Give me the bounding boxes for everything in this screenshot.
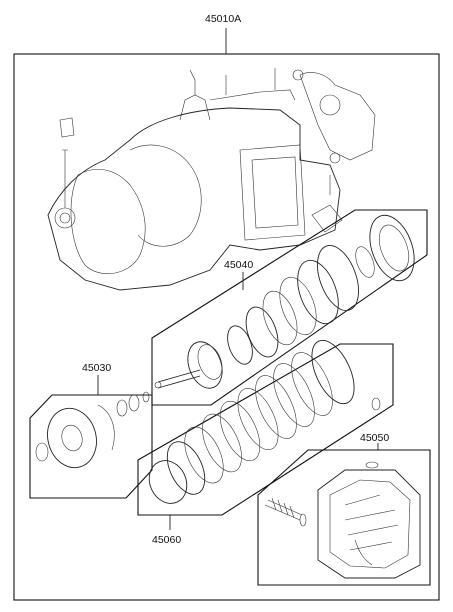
valve-body-group: 45050 [257, 432, 431, 586]
disc-kit-group: 45060 [137, 339, 394, 546]
label-disc-kit: 45060 [152, 534, 181, 546]
label-assembly: 45010A [205, 13, 241, 25]
label-oil-pump: 45030 [82, 362, 111, 374]
disc-kit-frame [137, 343, 394, 516]
label-valve-body: 45050 [360, 432, 389, 444]
label-clutch-group: 45040 [224, 259, 253, 271]
valve-body-frame [257, 449, 431, 586]
clutch-group-frame [151, 209, 428, 406]
oil-pump-group: 45030 [29, 362, 153, 499]
clutch-group: 45040 [151, 209, 428, 406]
transmission-case [47, 68, 376, 291]
oil-pump-frame [29, 394, 153, 499]
outer-frame [13, 53, 440, 601]
